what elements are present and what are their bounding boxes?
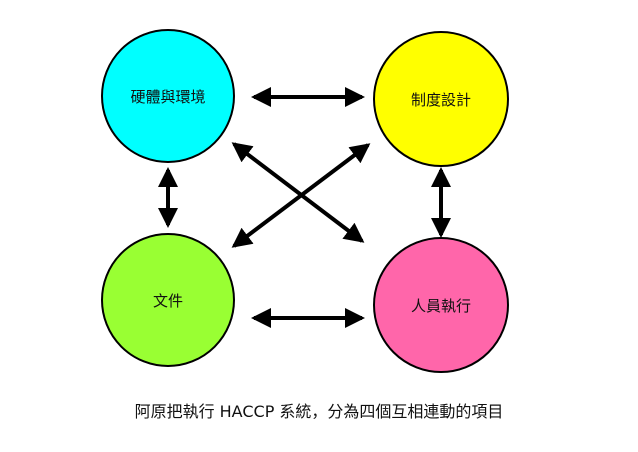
node-personnel-circle [373,237,509,373]
arrow-hardware-personnel [231,142,365,243]
node-system-design-circle [373,31,509,167]
arrow-documents-system-design [231,143,371,248]
node-personnel: 人員執行 [373,237,509,373]
node-hardware-label: 硬體與環境 [130,88,205,106]
node-system-design: 制度設計 [373,31,509,167]
arrows [158,87,451,328]
node-hardware-circle [101,29,235,163]
node-system-design-label: 制度設計 [411,91,471,109]
node-documents-label: 文件 [153,292,183,310]
node-documents-circle [101,233,235,367]
node-documents: 文件 [101,233,235,367]
node-hardware: 硬體與環境 [101,29,235,163]
diagram-caption: 阿原把執行 HACCP 系統，分為四個互相連動的項目 [134,402,504,421]
node-personnel-label: 人員執行 [411,297,471,315]
